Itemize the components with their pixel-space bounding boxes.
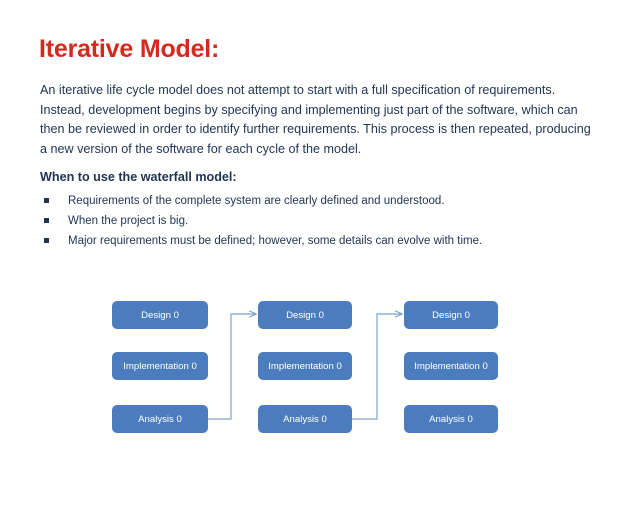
list-item-label: Major requirements must be defined; howe…	[68, 235, 483, 247]
square-bullet-icon	[44, 238, 49, 243]
process-box-analysis-cycle-3[interactable]: Analysis 0	[404, 405, 498, 433]
connector-cycle-2-to-cycle-3	[352, 314, 402, 420]
list-item-label: Requirements of the complete system are …	[68, 195, 445, 207]
subheading: When to use the waterfall model:	[40, 170, 237, 184]
process-box-design-cycle-2[interactable]: Design 0	[258, 301, 352, 329]
square-bullet-icon	[44, 198, 49, 203]
process-box-analysis-cycle-1[interactable]: Analysis 0	[112, 405, 208, 433]
process-box-analysis-cycle-2[interactable]: Analysis 0	[258, 405, 352, 433]
list-item-label: When the project is big.	[68, 215, 189, 227]
page-title: Iterative Model:	[39, 35, 220, 63]
body-paragraph: An iterative life cycle model does not a…	[40, 83, 591, 156]
process-box-design-cycle-3[interactable]: Design 0	[404, 301, 498, 329]
process-box-implementation-cycle-2[interactable]: Implementation 0	[258, 352, 352, 380]
connector-cycle-1-to-cycle-2	[208, 314, 256, 420]
list-item: Major requirements must be defined; howe…	[40, 231, 600, 251]
process-box-implementation-cycle-3[interactable]: Implementation 0	[404, 352, 498, 380]
square-bullet-icon	[44, 218, 49, 223]
bullet-list: Requirements of the complete system are …	[40, 191, 600, 251]
list-item: Requirements of the complete system are …	[40, 191, 600, 211]
process-box-implementation-cycle-1[interactable]: Implementation 0	[112, 352, 208, 380]
process-box-design-cycle-1[interactable]: Design 0	[112, 301, 208, 329]
list-item: When the project is big.	[40, 211, 600, 231]
